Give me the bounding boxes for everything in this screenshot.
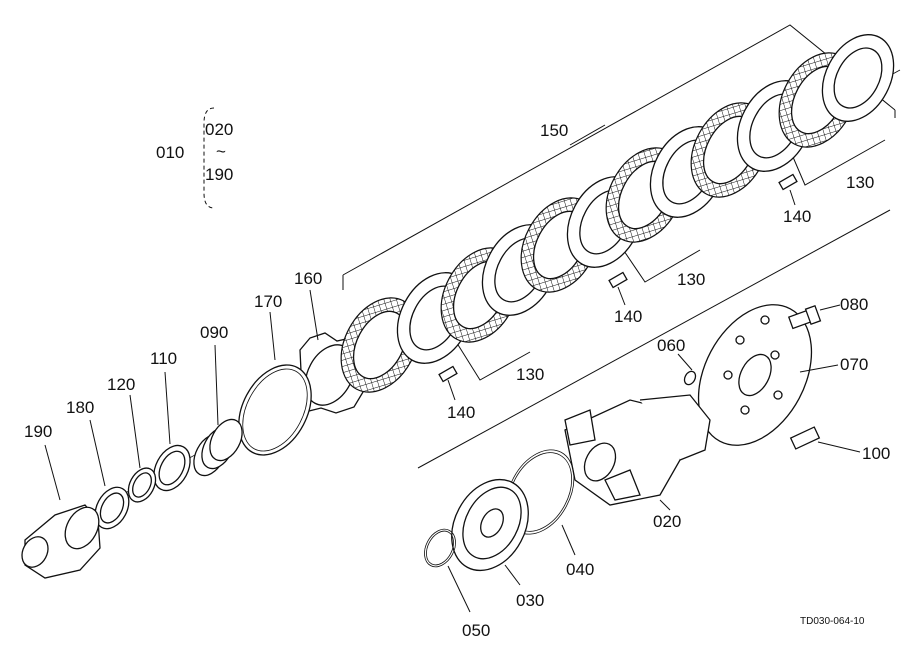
label-060: 060 <box>657 336 685 355</box>
clutch-drum-020 <box>564 394 711 506</box>
leader-080 <box>819 304 841 311</box>
o-ring-050 <box>424 528 456 568</box>
piston-030 <box>451 478 529 572</box>
bolt-080 <box>787 304 822 330</box>
label-150: 150 <box>540 121 568 140</box>
label-010: 010 <box>156 143 184 162</box>
label-140b: 140 <box>614 307 642 326</box>
leader-060 <box>677 353 693 371</box>
bracket-130a <box>454 339 531 381</box>
label-130c: 130 <box>846 173 874 192</box>
label-130b: 130 <box>677 270 705 289</box>
hub-190 <box>21 504 101 579</box>
leader-190 <box>44 444 61 501</box>
leader-120 <box>129 394 141 469</box>
label-170: 170 <box>254 292 282 311</box>
divider-line <box>417 209 891 469</box>
leader-030 <box>504 564 521 586</box>
leader-140b <box>617 286 626 306</box>
leader-180 <box>89 419 106 487</box>
plate-group <box>298 34 895 414</box>
o-ring-060 <box>683 370 697 386</box>
label-160: 160 <box>294 269 322 288</box>
label-130a: 130 <box>516 365 544 384</box>
label-030: 030 <box>516 591 544 610</box>
label-070: 070 <box>840 355 868 374</box>
disc-070 <box>697 304 813 446</box>
label-190: 190 <box>24 422 52 441</box>
group-brace <box>203 107 215 209</box>
spring-140c <box>778 173 798 191</box>
spring-140a <box>438 365 458 383</box>
spring-090 <box>193 418 243 477</box>
snap-ring-170 <box>238 364 312 456</box>
washer-110 <box>153 444 191 492</box>
leader-020 <box>659 499 671 511</box>
leader-090 <box>214 344 219 426</box>
seal-180 <box>94 486 130 530</box>
label-190-range: 190 <box>205 165 233 184</box>
bracket-130c <box>789 139 886 186</box>
circlip-120 <box>127 467 157 503</box>
label-100: 100 <box>862 444 890 463</box>
leader-170 <box>269 311 276 361</box>
leader-140c <box>789 189 796 206</box>
label-020-range: 020 <box>205 120 233 139</box>
leader-140a <box>447 379 456 401</box>
leader-040 <box>561 524 576 556</box>
leader-150 <box>569 124 606 146</box>
leader-100 <box>817 441 861 453</box>
label-180: 180 <box>66 398 94 417</box>
spring-100 <box>789 426 821 450</box>
label-110: 110 <box>150 349 177 368</box>
label-140c: 140 <box>783 207 811 226</box>
label-range-sep: ~ <box>216 142 226 161</box>
leader-110 <box>164 371 171 445</box>
bracket-130b <box>619 244 701 283</box>
label-080: 080 <box>840 295 868 314</box>
steel-plate-7 <box>821 34 895 122</box>
leader-070 <box>799 364 839 373</box>
label-090: 090 <box>200 323 228 342</box>
leader-050 <box>447 565 471 613</box>
label-040: 040 <box>566 560 594 579</box>
label-140a: 140 <box>447 403 475 422</box>
drawing-code: TD030-064-10 <box>800 616 865 627</box>
label-120: 120 <box>107 375 135 394</box>
spring-140b <box>608 271 628 289</box>
label-050: 050 <box>462 621 490 640</box>
label-020: 020 <box>653 512 681 531</box>
leader-160 <box>309 289 319 341</box>
